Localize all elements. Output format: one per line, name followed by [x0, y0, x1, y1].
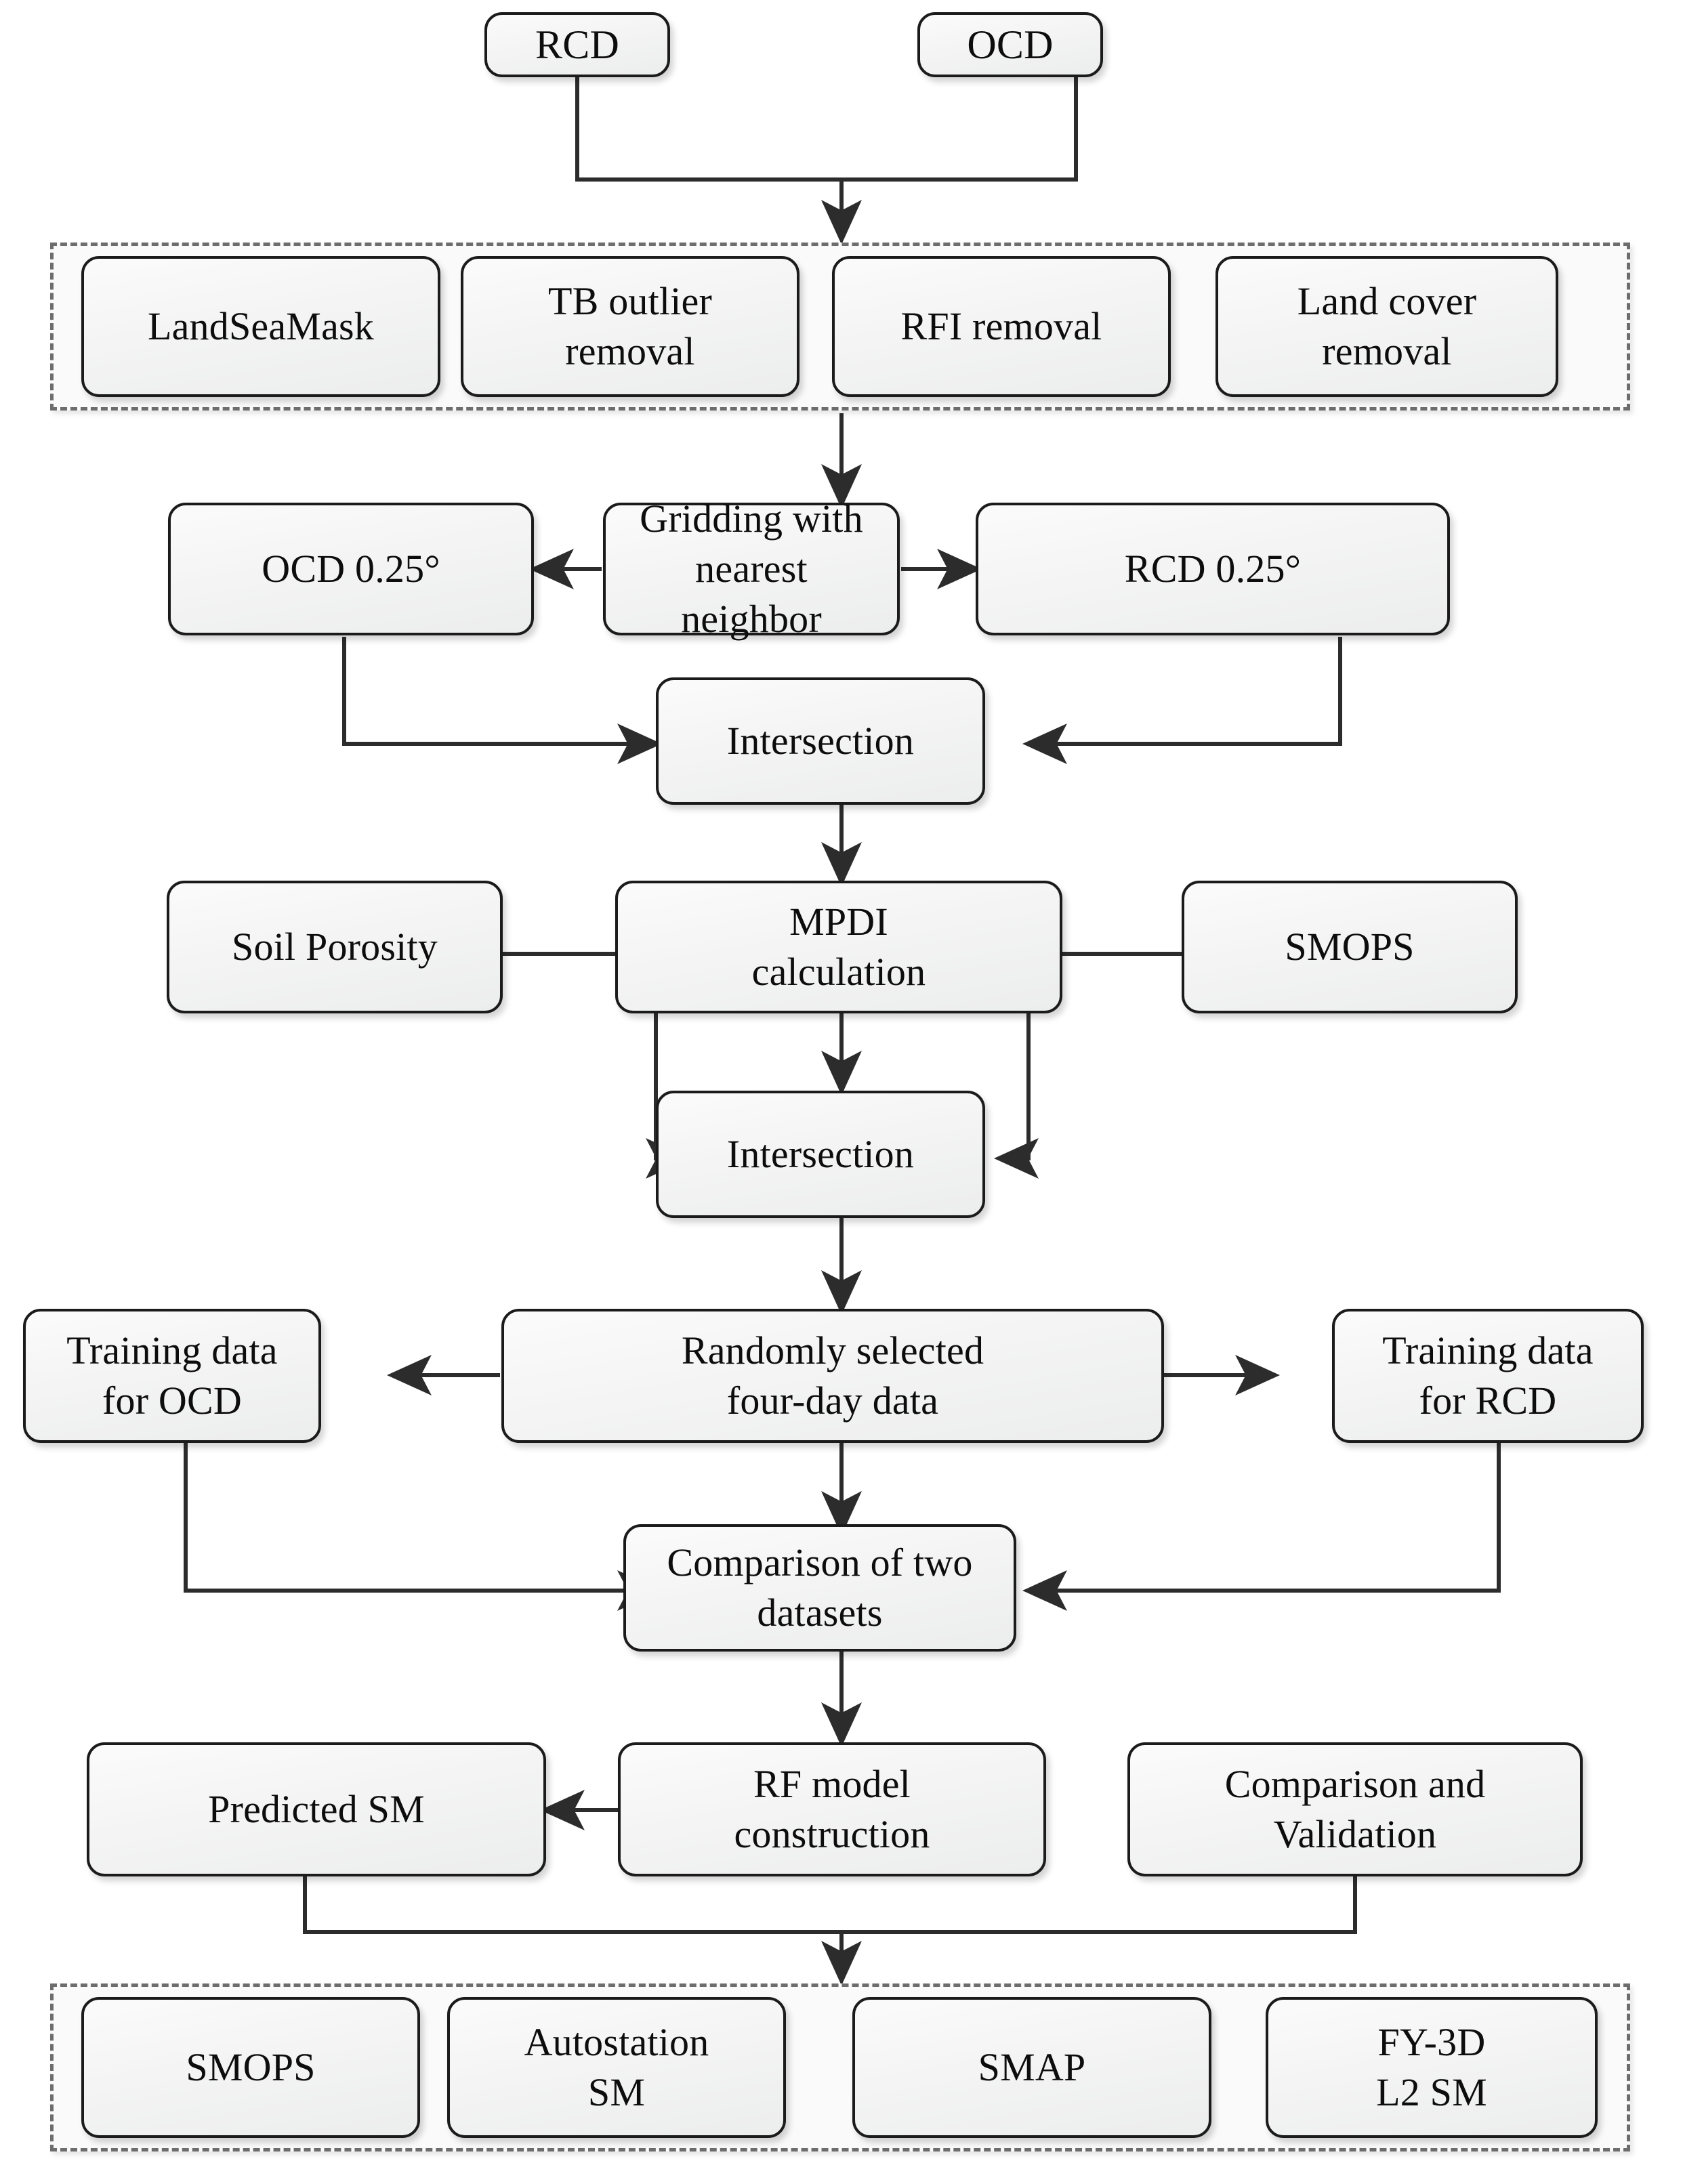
node-rcd-025-label: RCD 0.25° [1124, 546, 1302, 591]
node-comparison-validation-label: Comparison and Validation [1224, 1761, 1486, 1856]
node-gridding[interactable]: Gridding with nearest neighbor [603, 497, 900, 641]
node-intersection-2-label: Intersection [726, 1131, 915, 1176]
node-tb-outlier-removal-label: TB outlier removal [547, 278, 712, 373]
node-rcd[interactable]: RCD [484, 12, 670, 77]
node-autostation-sm[interactable]: Autostation SM [447, 1997, 786, 2138]
node-smap[interactable]: SMAP [852, 1997, 1211, 2138]
node-rfi-removal[interactable]: RFI removal [832, 256, 1171, 397]
node-randomly-selected[interactable]: Randomly selected four-day data [501, 1309, 1164, 1443]
node-land-cover-removal[interactable]: Land cover removal [1216, 256, 1558, 397]
node-fy3d-l2-sm-label: FY-3D L2 SM [1376, 2019, 1487, 2114]
node-intersection-1-label: Intersection [726, 718, 915, 763]
node-ocd[interactable]: OCD [917, 12, 1103, 77]
node-ocd-025-label: OCD 0.25° [262, 546, 440, 591]
edge-rcd-to-merge [575, 76, 842, 182]
node-land-cover-removal-label: Land cover removal [1297, 278, 1477, 373]
node-smops-input[interactable]: SMOPS [1182, 881, 1518, 1013]
node-smap-label: SMAP [978, 2044, 1086, 2089]
node-training-data-ocd[interactable]: Training data for OCD [23, 1309, 321, 1443]
node-soil-porosity[interactable]: Soil Porosity [167, 881, 503, 1013]
edge-validation-to-merge [842, 1876, 1357, 1934]
node-rf-model-construction-label: RF model construction [734, 1761, 930, 1856]
edge-training-ocd-to-comparison [184, 1443, 662, 1611]
node-smops-val-label: SMOPS [186, 2044, 316, 2089]
node-ocd-label: OCD [967, 22, 1054, 67]
edge-ocd025-to-intersection1 [342, 637, 662, 764]
edge-training-rcd-to-comparison [1022, 1443, 1501, 1611]
node-comparison-two-datasets-label: Comparison of two datasets [667, 1540, 973, 1635]
node-rfi-removal-label: RFI removal [900, 303, 1102, 348]
node-mpdi-calculation-label: MPDI calculation [751, 899, 926, 994]
node-ocd-025[interactable]: OCD 0.25° [168, 503, 534, 635]
node-smops-input-label: SMOPS [1285, 924, 1415, 969]
node-rf-model-construction[interactable]: RF model construction [618, 1742, 1046, 1876]
node-randomly-selected-label: Randomly selected four-day data [681, 1328, 984, 1423]
edge-predicted-sm-to-merge [303, 1876, 842, 1934]
node-rcd-025[interactable]: RCD 0.25° [976, 503, 1450, 635]
node-intersection-1[interactable]: Intersection [656, 677, 985, 805]
node-fy3d-l2-sm[interactable]: FY-3D L2 SM [1266, 1997, 1598, 2138]
node-rcd-label: RCD [535, 22, 619, 67]
node-smops-val[interactable]: SMOPS [81, 1997, 420, 2138]
edge-rcd025-to-intersection1 [1022, 637, 1342, 764]
node-comparison-two-datasets[interactable]: Comparison of two datasets [623, 1524, 1016, 1652]
node-mpdi-calculation[interactable]: MPDI calculation [615, 881, 1062, 1013]
node-landseamask[interactable]: LandSeaMask [81, 256, 440, 397]
node-soil-porosity-label: Soil Porosity [232, 924, 438, 969]
node-training-data-rcd[interactable]: Training data for RCD [1332, 1309, 1644, 1443]
node-gridding-label: Gridding with nearest neighbor [640, 496, 863, 642]
node-intersection-2[interactable]: Intersection [656, 1091, 985, 1218]
node-autostation-sm-label: Autostation SM [524, 2019, 709, 2114]
edge-ocd-to-merge [842, 76, 1078, 182]
node-predicted-sm[interactable]: Predicted SM [87, 1742, 546, 1876]
node-comparison-validation[interactable]: Comparison and Validation [1127, 1742, 1583, 1876]
node-training-data-ocd-label: Training data for OCD [66, 1328, 278, 1423]
node-tb-outlier-removal[interactable]: TB outlier removal [461, 256, 799, 397]
node-training-data-rcd-label: Training data for RCD [1382, 1328, 1594, 1423]
node-predicted-sm-label: Predicted SM [208, 1786, 425, 1831]
node-landseamask-label: LandSeaMask [147, 303, 374, 348]
